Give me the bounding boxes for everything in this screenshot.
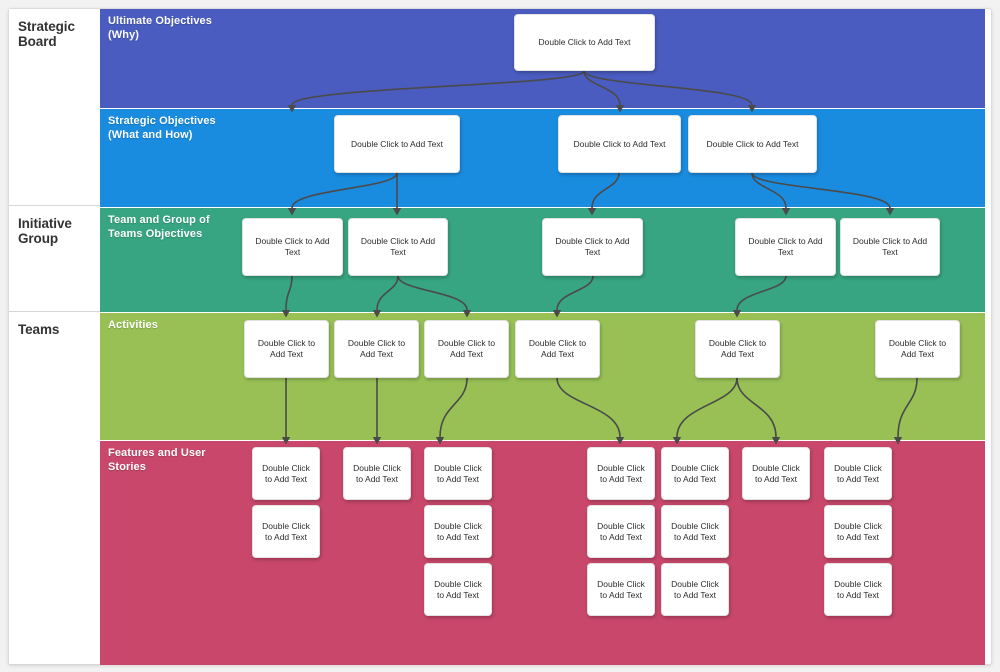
- swimlane-label-2[interactable]: Initiative Group: [9, 206, 100, 312]
- swimlane-label-3[interactable]: Teams: [9, 312, 100, 665]
- card-features-9[interactable]: Double Click to Add Text: [424, 505, 492, 558]
- card-activities-6[interactable]: Double Click to Add Text: [875, 320, 960, 378]
- band-title-strategic-objectives: Strategic Objectives (What and How): [108, 115, 216, 141]
- card-features-4[interactable]: Double Click to Add Text: [587, 447, 655, 500]
- swimlane-label-1[interactable]: Strategic Board: [9, 9, 100, 206]
- card-activities-1[interactable]: Double Click to Add Text: [244, 320, 329, 378]
- card-ultimate-1[interactable]: Double Click to Add Text: [514, 14, 655, 71]
- card-features-5[interactable]: Double Click to Add Text: [661, 447, 729, 500]
- band-strategic-objectives[interactable]: Strategic Objectives (What and How): [100, 109, 985, 207]
- card-features-14[interactable]: Double Click to Add Text: [587, 563, 655, 616]
- card-features-12[interactable]: Double Click to Add Text: [824, 505, 892, 558]
- card-initiative-2[interactable]: Double Click to Add Text: [348, 218, 448, 276]
- card-features-2[interactable]: Double Click to Add Text: [343, 447, 411, 500]
- card-features-11[interactable]: Double Click to Add Text: [661, 505, 729, 558]
- card-activities-5[interactable]: Double Click to Add Text: [695, 320, 780, 378]
- card-features-16[interactable]: Double Click to Add Text: [824, 563, 892, 616]
- card-activities-3[interactable]: Double Click to Add Text: [424, 320, 509, 378]
- card-strategic-1[interactable]: Double Click to Add Text: [334, 115, 460, 173]
- card-strategic-3[interactable]: Double Click to Add Text: [688, 115, 817, 173]
- card-features-8[interactable]: Double Click to Add Text: [252, 505, 320, 558]
- card-activities-4[interactable]: Double Click to Add Text: [515, 320, 600, 378]
- card-features-10[interactable]: Double Click to Add Text: [587, 505, 655, 558]
- card-features-13[interactable]: Double Click to Add Text: [424, 563, 492, 616]
- card-initiative-5[interactable]: Double Click to Add Text: [840, 218, 940, 276]
- card-features-7[interactable]: Double Click to Add Text: [824, 447, 892, 500]
- card-features-15[interactable]: Double Click to Add Text: [661, 563, 729, 616]
- band-title-activities: Activities: [108, 319, 158, 331]
- band-title-ultimate-objectives: Ultimate Objectives (Why): [108, 15, 212, 41]
- card-activities-2[interactable]: Double Click to Add Text: [334, 320, 419, 378]
- card-features-3[interactable]: Double Click to Add Text: [424, 447, 492, 500]
- card-initiative-1[interactable]: Double Click to Add Text: [242, 218, 343, 276]
- card-features-6[interactable]: Double Click to Add Text: [742, 447, 810, 500]
- card-initiative-3[interactable]: Double Click to Add Text: [542, 218, 643, 276]
- card-initiative-4[interactable]: Double Click to Add Text: [735, 218, 836, 276]
- card-features-1[interactable]: Double Click to Add Text: [252, 447, 320, 500]
- band-title-team-objectives: Team and Group of Teams Objectives: [108, 214, 210, 240]
- band-title-features-user-stories: Features and User Stories: [108, 447, 206, 473]
- card-strategic-2[interactable]: Double Click to Add Text: [558, 115, 681, 173]
